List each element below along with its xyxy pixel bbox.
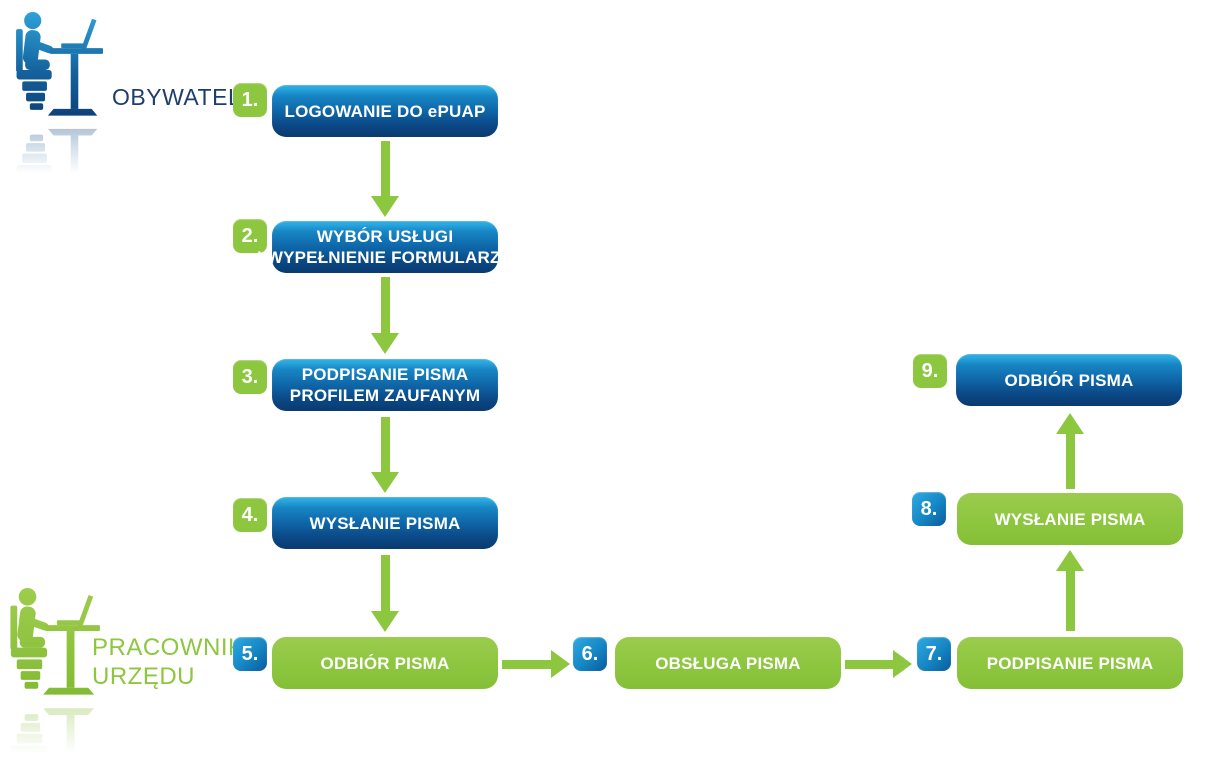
arrow-step8-to-step9 bbox=[1056, 413, 1084, 489]
clerk-label-line2: URZĘDU bbox=[92, 663, 195, 690]
step-7-label: PODPISANIE PISMA bbox=[986, 653, 1154, 673]
step-1-label: LOGOWANIE DO ePUAP bbox=[284, 101, 486, 121]
step-3-box: PODPISANIE PISMA PROFILEM ZAUFANYM bbox=[272, 359, 498, 411]
step-2-label-line1: WYBÓR USŁUGI bbox=[316, 227, 454, 246]
step-1-number-badge: 1. bbox=[233, 83, 267, 117]
step-4-box: WYSŁANIE PISMA bbox=[272, 497, 498, 549]
step-7-box: PODPISANIE PISMA bbox=[957, 637, 1183, 689]
step-3-number-badge: 3. bbox=[233, 360, 267, 394]
arrow-step4-to-step5 bbox=[371, 555, 399, 632]
arrow-step3-to-step4 bbox=[371, 417, 399, 493]
arrow-step2-to-step3 bbox=[371, 277, 399, 354]
step-6-number-badge: 6. bbox=[573, 637, 607, 671]
step-5-label: ODBIÓR PISMA bbox=[320, 653, 450, 673]
epuap-process-diagram: { "diagram": { "citizen": { "label": "OB… bbox=[8, 10, 1183, 772]
step-2-box: WYBÓR USŁUGI I WYPEŁNIENIE FORMULARZA bbox=[257, 221, 513, 273]
clerk-label-line1: PRACOWNIK bbox=[92, 634, 245, 661]
step-6-box: OBSŁUGA PISMA bbox=[615, 637, 841, 689]
step-9-number-badge: 9. bbox=[913, 354, 947, 388]
arrow-step5-to-step6 bbox=[502, 650, 570, 678]
step-5-number-badge: 5. bbox=[233, 637, 267, 671]
step-5-box: ODBIÓR PISMA bbox=[272, 637, 498, 689]
step-8-number-badge: 8. bbox=[912, 492, 946, 526]
step-6-label: OBSŁUGA PISMA bbox=[655, 653, 801, 673]
arrow-step1-to-step2 bbox=[371, 141, 399, 217]
step-1-box: LOGOWANIE DO ePUAP bbox=[272, 85, 498, 137]
step-4-number-badge: 4. bbox=[233, 498, 267, 532]
step-2-number-badge: 2. bbox=[233, 219, 267, 253]
arrow-step6-to-step7 bbox=[845, 650, 912, 678]
step-9-box: ODBIÓR PISMA bbox=[956, 354, 1182, 406]
citizen-label: OBYWATEL bbox=[112, 84, 242, 110]
clerk-label: PRACOWNIK URZĘDU bbox=[92, 633, 245, 691]
step-4-label: WYSŁANIE PISMA bbox=[309, 513, 461, 533]
step-7-number-badge: 7. bbox=[917, 637, 951, 671]
clerk-at-computer-icon bbox=[2, 586, 100, 772]
step-2-label-line2: I WYPEŁNIENIE FORMULARZA bbox=[257, 248, 514, 267]
arrow-step7-to-step8 bbox=[1056, 550, 1084, 631]
step-8-label: WYSŁANIE PISMA bbox=[994, 509, 1146, 529]
step-3-label-line2: PROFILEM ZAUFANYM bbox=[289, 386, 481, 405]
citizen-at-computer-icon bbox=[8, 10, 104, 233]
step-9-label: ODBIÓR PISMA bbox=[1004, 370, 1134, 390]
step-8-box: WYSŁANIE PISMA bbox=[957, 493, 1183, 545]
step-3-label-line1: PODPISANIE PISMA bbox=[301, 365, 469, 384]
